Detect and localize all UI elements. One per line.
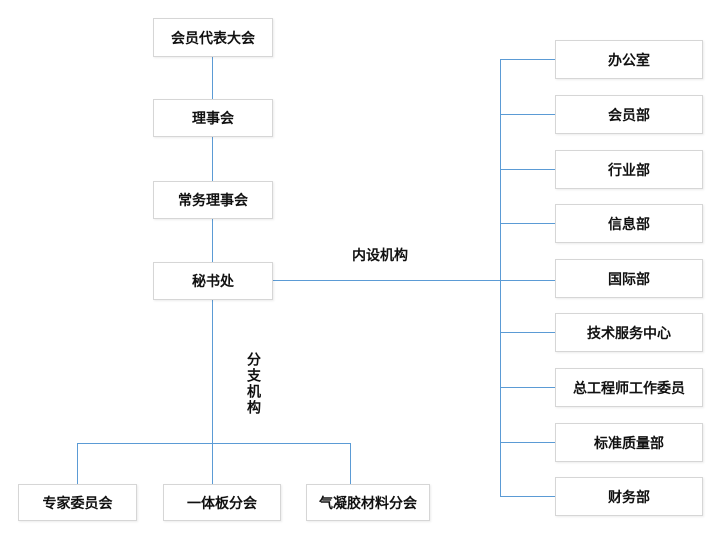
connector-stub <box>350 443 351 484</box>
edge-label-branch-orgs: 分支机构 <box>245 352 261 416</box>
connector-stub <box>77 443 78 484</box>
org-node-tech-service-center: 技术服务中心 <box>555 313 703 352</box>
connector-stub <box>500 496 555 497</box>
org-node-chief-engineer-committee: 总工程师工作委员 <box>555 368 703 407</box>
connector-line <box>212 57 213 99</box>
org-node-standards-quality-dept: 标准质量部 <box>555 423 703 462</box>
connector-stub <box>500 387 555 388</box>
org-node-finance-dept: 财务部 <box>555 477 703 516</box>
org-node-information-dept: 信息部 <box>555 204 703 243</box>
connector-line-branch <box>77 443 351 444</box>
org-node-expert-committee: 专家委员会 <box>18 484 137 521</box>
connector-line <box>212 300 213 484</box>
org-node-membership-dept: 会员部 <box>555 95 703 134</box>
connector-stub <box>500 114 555 115</box>
org-node-council: 理事会 <box>153 99 273 137</box>
connector-trunk-line <box>500 59 501 497</box>
connector-line-internal-orgs <box>273 280 556 281</box>
connector-stub <box>500 442 555 443</box>
connector-line <box>212 137 213 181</box>
org-node-office: 办公室 <box>555 40 703 79</box>
org-node-industry-dept: 行业部 <box>555 150 703 189</box>
org-node-integrated-panel-branch: 一体板分会 <box>163 484 281 521</box>
connector-line <box>212 219 213 262</box>
edge-label-internal-orgs: 内设机构 <box>352 248 408 264</box>
org-node-secretariat: 秘书处 <box>153 262 273 300</box>
org-node-aerogel-materials-branch: 气凝胶材料分会 <box>306 484 430 521</box>
connector-stub <box>500 59 555 60</box>
org-node-standing-council: 常务理事会 <box>153 181 273 219</box>
connector-stub <box>500 169 555 170</box>
connector-stub <box>500 223 555 224</box>
org-node-member-assembly: 会员代表大会 <box>153 18 273 57</box>
connector-stub <box>500 332 555 333</box>
org-node-international-dept: 国际部 <box>555 259 703 298</box>
